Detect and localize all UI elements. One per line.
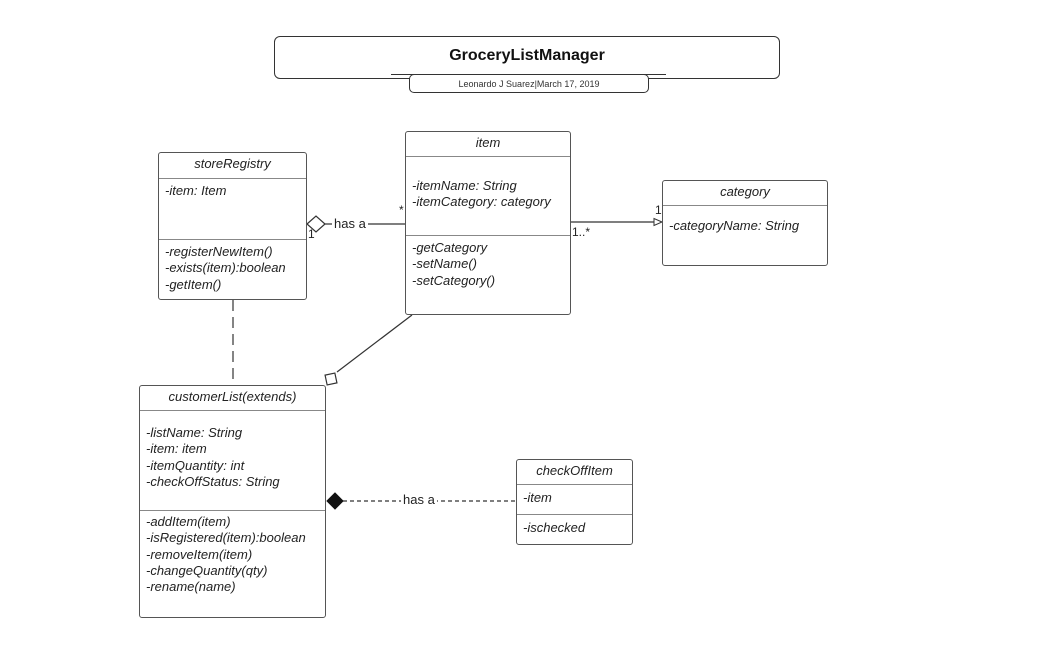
store-item-label: has a (332, 216, 368, 231)
method: -changeQuantity(qty) (146, 562, 268, 578)
class-category: category -categoryName: String (662, 180, 828, 266)
aggregation-diamond-customer (324, 372, 338, 386)
attribute: -itemQuantity: int (146, 457, 245, 473)
method: -setCategory() (412, 272, 496, 288)
methods-section: -registerNewItem() -exists(item):boolean… (159, 240, 306, 293)
attributes-section: -itemName: String -itemCategory: categor… (406, 157, 570, 236)
class-item: item -itemName: String -itemCategory: ca… (405, 131, 571, 315)
class-customer-list: customerList(extends) -listName: String … (139, 385, 326, 618)
item-category-target-multiplicity: 1 (655, 203, 662, 217)
method: -registerNewItem() (165, 244, 273, 259)
store-multiplicity: 1 (308, 227, 315, 241)
navigation-arrowhead (653, 217, 664, 227)
attribute: -item (523, 490, 552, 505)
attribute: -item: item (146, 441, 207, 457)
class-name: customerList(extends) (140, 386, 325, 411)
method: -getItem() (165, 276, 222, 292)
class-name: category (663, 181, 827, 206)
class-name: storeRegistry (159, 153, 306, 179)
method: -exists(item):boolean (165, 260, 286, 276)
class-check-off-item: checkOffItem -item -ischecked (516, 459, 633, 545)
diagram-subtitle: Leonardo J Suarez | March 17, 2019 (409, 74, 649, 93)
methods-section: -ischecked (517, 515, 632, 536)
method: -ischecked (523, 520, 586, 535)
attributes-section: -item: Item (159, 179, 306, 240)
customer-check-label: has a (401, 492, 437, 507)
methods-section: -getCategory -setName() -setCategory() (406, 236, 570, 289)
attribute: -listName: String (146, 425, 243, 440)
method: -rename(name) (146, 579, 236, 595)
class-store-registry: storeRegistry -item: Item -registerNewIt… (158, 152, 307, 300)
attribute: -categoryName: String (669, 218, 800, 233)
method: -removeItem(item) (146, 546, 253, 562)
attributes-section: -listName: String -item: item -itemQuant… (140, 411, 325, 511)
composition-diamond (326, 492, 344, 510)
item-customer-aggregation-line (336, 314, 413, 373)
attribute: -item: Item (165, 183, 227, 198)
author-text: Leonardo J Suarez (458, 78, 535, 89)
class-name: item (406, 132, 570, 157)
method: -getCategory (412, 240, 488, 255)
attribute: -itemCategory: category (412, 194, 551, 210)
method: -addItem(item) (146, 514, 231, 529)
method: -isRegistered(item):boolean (146, 530, 306, 546)
attributes-section: -item (517, 485, 632, 515)
subtitle-separator: | (534, 78, 537, 89)
aggregation-diamond-store (306, 215, 326, 233)
attribute: -itemName: String (412, 178, 517, 193)
class-name: checkOffItem (517, 460, 632, 485)
date-text: March 17, 2019 (536, 78, 600, 89)
item-category-source-multiplicity: 1..* (572, 225, 591, 239)
diagram-title: GroceryListManager (449, 47, 605, 64)
methods-section: -addItem(item) -isRegistered(item):boole… (140, 511, 325, 595)
attribute: -checkOffStatus: String (146, 473, 280, 489)
method: -setName() (412, 256, 478, 272)
item-multiplicity: * (399, 203, 404, 217)
attributes-section: -categoryName: String (663, 206, 827, 234)
diagram-title-box: GroceryListManager (274, 36, 780, 79)
